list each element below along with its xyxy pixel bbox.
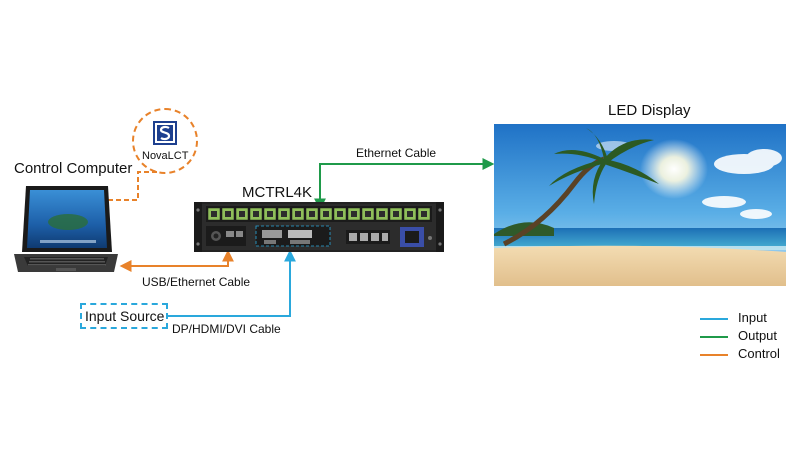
legend-swatch-control <box>700 354 728 356</box>
legend-label-output: Output <box>738 328 778 343</box>
novalct-label: NovaLCT <box>142 150 189 162</box>
control-usb-line <box>119 249 234 272</box>
input-cable-line <box>168 249 296 317</box>
legend-swatch-input <box>700 318 728 320</box>
led-display-icon <box>494 124 786 286</box>
led-display-label: LED Display <box>608 102 691 119</box>
control-novalct-dashed-line <box>108 171 158 201</box>
output-ethernet-line <box>314 158 495 211</box>
input-source-label: Input Source <box>85 308 165 324</box>
ethernet-cable-label: Ethernet Cable <box>356 146 437 160</box>
control-computer-label: Control Computer <box>14 160 133 177</box>
novalct-logo-icon <box>153 121 177 145</box>
legend-swatch-output <box>700 336 728 338</box>
dp-hdmi-dvi-cable-label: DP/HDMI/DVI Cable <box>172 322 281 336</box>
controller-label: MCTRL4K <box>242 184 313 201</box>
novalct-badge: NovaLCT <box>132 108 198 174</box>
input-source-box: Input Source <box>80 303 168 329</box>
legend-label-control: Control <box>738 346 780 361</box>
usb-ethernet-cable-label: USB/Ethernet Cable <box>142 275 251 289</box>
laptop-icon <box>14 186 118 272</box>
mctrl4k-controller-icon <box>194 202 444 252</box>
legend-label-input: Input <box>738 310 767 325</box>
